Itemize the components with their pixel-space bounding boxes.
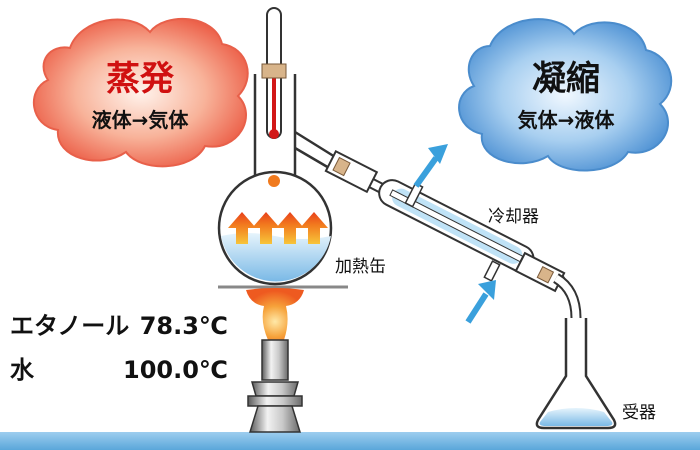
evaporation-title: 蒸発 bbox=[106, 59, 175, 99]
thermometer bbox=[261, 7, 287, 139]
boiling-point-value-2: 100.0℃ bbox=[123, 356, 228, 384]
condensation-subtitle: 気体→液体 bbox=[518, 108, 616, 132]
heat-arrows bbox=[228, 212, 328, 244]
condenser-label: 冷却器 bbox=[488, 207, 539, 227]
receiver-flask bbox=[535, 318, 617, 430]
flask-label: 加熱缶 bbox=[335, 257, 386, 277]
condenser bbox=[324, 149, 582, 336]
evaporation-cloud bbox=[32, 17, 249, 168]
boiling-point-substance-2: 水 bbox=[10, 356, 35, 384]
receiver-label: 受器 bbox=[622, 403, 656, 423]
boiling-point-value-1: 78.3℃ bbox=[140, 312, 228, 340]
burner bbox=[247, 339, 303, 433]
condensation-title: 凝縮 bbox=[532, 59, 600, 99]
floor bbox=[0, 432, 700, 450]
water-inlet-arrow bbox=[465, 280, 496, 324]
boiling-point-substance-1: エタノール bbox=[10, 312, 129, 340]
water-outlet-arrow bbox=[413, 144, 448, 188]
condensation-cloud bbox=[458, 18, 673, 172]
evaporation-subtitle: 液体→気体 bbox=[92, 108, 190, 132]
flame bbox=[246, 288, 304, 344]
